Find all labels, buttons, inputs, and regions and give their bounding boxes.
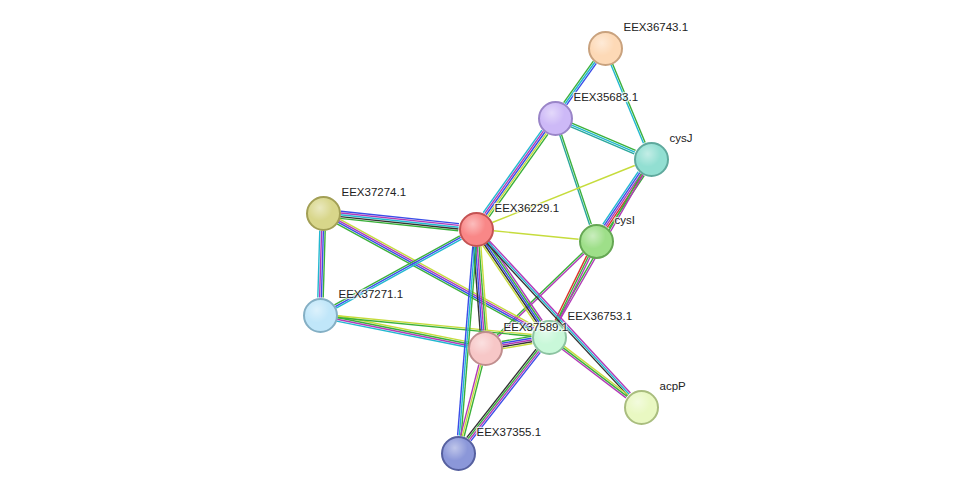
protein-node: EEX37271.1 bbox=[303, 298, 338, 333]
protein-label: EEX37589.1 bbox=[504, 321, 569, 334]
interaction-edge bbox=[340, 211, 459, 231]
interaction-edge bbox=[502, 336, 533, 348]
interaction-edge bbox=[557, 174, 643, 323]
evidence-line bbox=[487, 242, 540, 321]
interaction-edge bbox=[492, 166, 635, 223]
evidence-line bbox=[563, 348, 627, 397]
evidence-line bbox=[558, 175, 643, 323]
protein-label: cysJ bbox=[670, 132, 693, 145]
interaction-edge bbox=[318, 230, 325, 297]
evidence-line bbox=[341, 213, 459, 225]
protein-node: EEX37274.1 bbox=[306, 196, 341, 231]
evidence-line bbox=[336, 239, 461, 308]
protein-node: cysJ bbox=[634, 142, 669, 177]
evidence-line bbox=[340, 215, 458, 227]
interaction-edge bbox=[334, 236, 461, 308]
interaction-edge bbox=[493, 231, 578, 240]
evidence-line bbox=[613, 64, 646, 143]
protein-node: acpP bbox=[624, 390, 659, 425]
evidence-line bbox=[318, 230, 320, 297]
protein-label: cysI bbox=[615, 214, 635, 227]
evidence-line bbox=[334, 236, 459, 305]
evidence-line bbox=[471, 352, 540, 440]
protein-node: cysI bbox=[579, 224, 614, 259]
evidence-line bbox=[503, 344, 533, 349]
evidence-line bbox=[564, 346, 628, 395]
evidence-line bbox=[606, 174, 642, 227]
protein-label: EEX36753.1 bbox=[568, 310, 633, 323]
interaction-edge bbox=[611, 64, 645, 143]
evidence-line bbox=[570, 127, 634, 154]
evidence-line bbox=[485, 131, 544, 213]
protein-label: EEX37271.1 bbox=[339, 288, 404, 301]
interaction-edge bbox=[560, 134, 592, 224]
interaction-edge bbox=[562, 346, 628, 398]
evidence-line bbox=[492, 166, 635, 223]
evidence-line bbox=[337, 224, 532, 331]
interaction-edge bbox=[337, 316, 531, 336]
protein-label: EEX36229.1 bbox=[495, 202, 560, 215]
evidence-line bbox=[335, 237, 460, 306]
evidence-line bbox=[338, 316, 532, 335]
evidence-line bbox=[337, 318, 531, 337]
protein-label: EEX36743.1 bbox=[624, 21, 689, 34]
evidence-line bbox=[572, 123, 636, 150]
interaction-edge bbox=[570, 123, 635, 154]
interaction-edge bbox=[337, 316, 469, 347]
evidence-line bbox=[607, 175, 643, 228]
protein-node: EEX36229.1 bbox=[459, 212, 494, 247]
protein-node: EEX36743.1 bbox=[588, 31, 623, 66]
evidence-line bbox=[611, 65, 644, 144]
protein-label: EEX37355.1 bbox=[477, 426, 542, 439]
protein-label: acpP bbox=[660, 380, 686, 393]
evidence-line bbox=[557, 174, 642, 322]
evidence-line bbox=[562, 349, 626, 398]
evidence-line bbox=[493, 231, 578, 240]
evidence-line bbox=[486, 244, 539, 323]
evidence-line bbox=[571, 125, 635, 152]
evidence-line bbox=[340, 217, 458, 229]
evidence-line bbox=[337, 321, 468, 347]
protein-label: EEX37274.1 bbox=[342, 186, 407, 199]
evidence-line bbox=[341, 211, 459, 223]
protein-node: EEX37589.1 bbox=[468, 331, 503, 366]
evidence-line bbox=[483, 130, 542, 212]
protein-node: EEX37355.1 bbox=[441, 436, 476, 471]
protein-node: EEX35683.1 bbox=[538, 101, 573, 136]
protein-label: EEX35683.1 bbox=[574, 91, 639, 104]
evidence-line bbox=[561, 134, 591, 224]
interaction-edge bbox=[483, 241, 542, 324]
evidence-line bbox=[560, 135, 590, 225]
